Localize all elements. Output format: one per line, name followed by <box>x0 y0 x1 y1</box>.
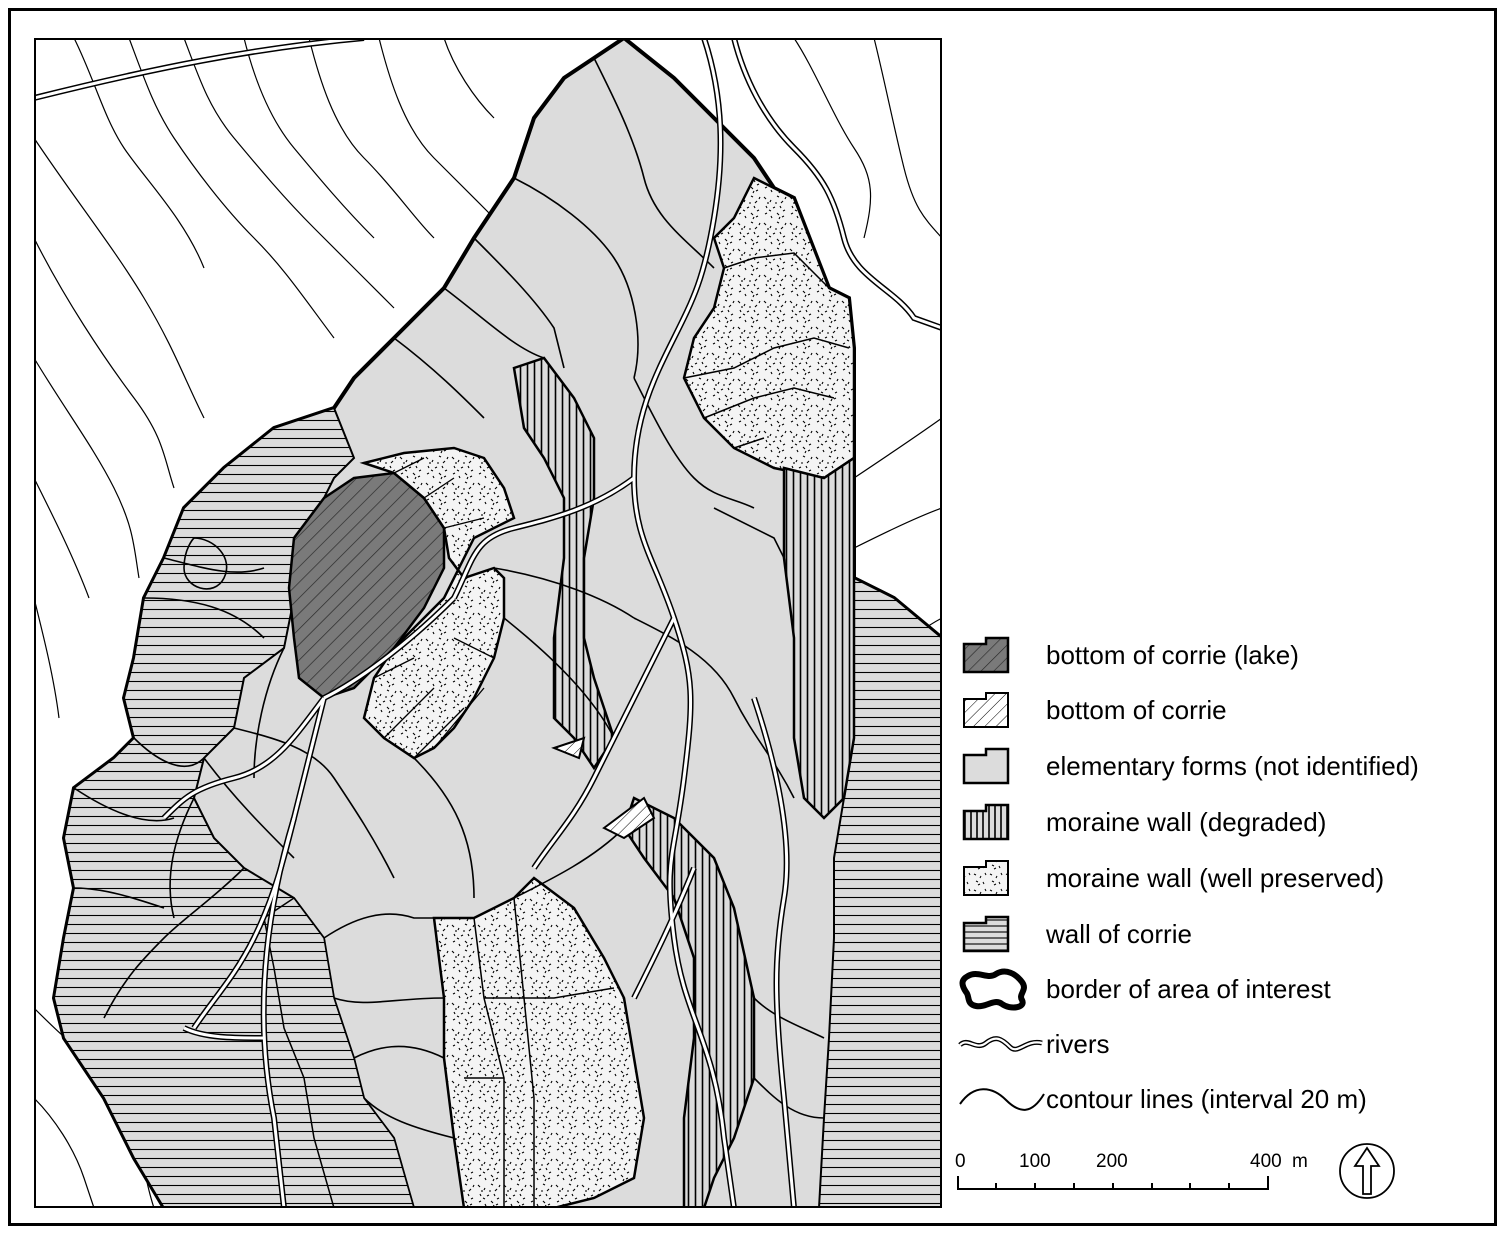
vertical-lines-icon <box>962 803 1010 841</box>
legend-item-border: border of area of interest <box>956 964 1331 1014</box>
horizontal-lines-icon <box>962 915 1010 953</box>
legend-label: contour lines (interval 20 m) <box>1046 1084 1367 1114</box>
legend-item-moraine-preserved: moraine wall (well preserved) <box>956 853 1384 903</box>
scale-unit: m <box>1292 1151 1308 1172</box>
scale-tick-label: 100 <box>1019 1151 1051 1172</box>
legend-item-wall-of-corrie: wall of corrie <box>956 909 1192 959</box>
scale-tick-label: 0 <box>955 1151 966 1172</box>
scale-bar <box>957 1176 1269 1190</box>
legend-label: moraine wall (degraded) <box>1046 807 1327 837</box>
legend-label: bottom of corrie (lake) <box>1046 640 1299 670</box>
legend-label: rivers <box>1046 1029 1110 1059</box>
scale-tick-label: 400 <box>1250 1151 1282 1172</box>
area-moraine-degraded-2 <box>782 455 856 820</box>
light-hatch-icon <box>963 692 1009 728</box>
stipple-icon <box>963 860 1009 896</box>
scale-tick-label: 200 <box>1096 1151 1128 1172</box>
legend-label: wall of corrie <box>1046 919 1192 949</box>
dark-hatch-icon <box>962 636 1010 674</box>
area-moraine-preserved-1 <box>682 176 856 480</box>
legend-label: elementary forms (not identified) <box>1046 751 1419 781</box>
north-arrow-icon <box>1339 1143 1395 1199</box>
legend-label: border of area of interest <box>1046 974 1331 1004</box>
legend-item-contour-lines: contour lines (interval 20 m) <box>956 1074 1367 1124</box>
grey-fill-icon <box>962 747 1010 785</box>
legend-item-lake: bottom of corrie (lake) <box>956 630 1299 680</box>
map <box>34 38 942 1208</box>
legend-label: moraine wall (well preserved) <box>1046 863 1385 893</box>
river-icon <box>958 1036 1043 1052</box>
legend-item-moraine-degraded: moraine wall (degraded) <box>956 797 1326 847</box>
contour-icon <box>959 1088 1045 1111</box>
legend-item-rivers: rivers <box>956 1019 1110 1069</box>
legend-item-bottom-of-corrie: bottom of corrie <box>956 685 1227 735</box>
legend-label: bottom of corrie <box>1046 695 1227 725</box>
area-moraine-preserved-3 <box>432 876 646 1208</box>
legend-item-elementary-forms: elementary forms (not identified) <box>956 741 1419 791</box>
rivers <box>161 38 942 1208</box>
thick-border-icon <box>959 968 1027 1011</box>
